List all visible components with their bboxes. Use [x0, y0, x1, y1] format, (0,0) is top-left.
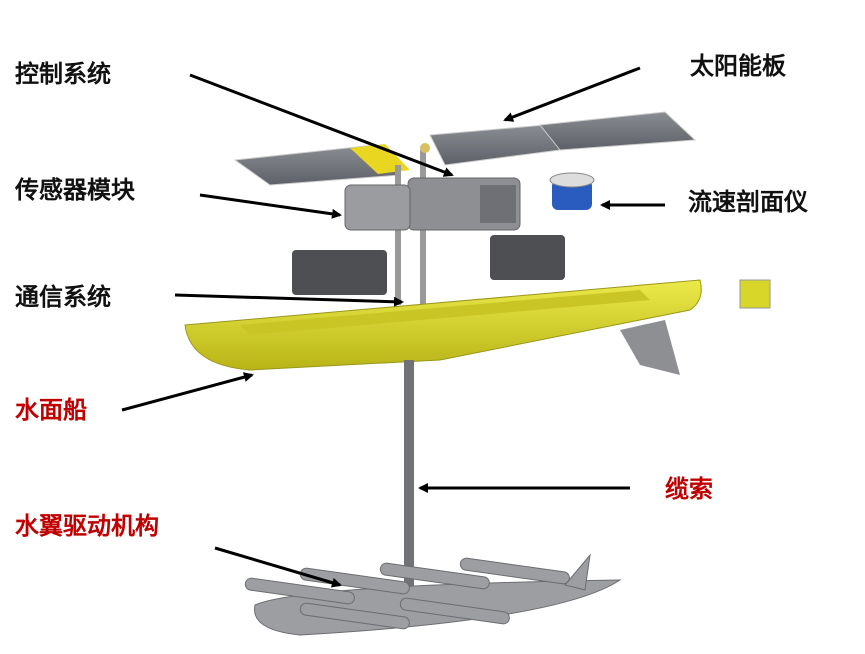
label-hydrofoil-drive: 水翼驱动机构: [15, 512, 159, 540]
label-communication-system: 通信系统: [15, 283, 111, 311]
pointer-arrows: [121, 66, 665, 588]
surface-boat-hull: [184, 279, 702, 375]
label-cable: 缆索: [665, 475, 713, 503]
control-box: [407, 177, 521, 231]
current-profiler: [549, 172, 595, 210]
hydrofoil-wings: [244, 553, 622, 636]
label-sensor-module: 传感器模块: [15, 176, 135, 204]
label-control-system: 控制系统: [15, 60, 111, 88]
label-surface-boat: 水面船: [15, 396, 87, 424]
solar-panels: [233, 111, 697, 186]
label-current-profiler: 流速剖面仪: [688, 188, 808, 216]
battery-box: [490, 235, 565, 280]
label-solar-panel: 太阳能板: [690, 52, 786, 80]
battery-box: [292, 250, 387, 295]
cable-tether: [404, 360, 414, 610]
sensor-module: [344, 184, 411, 231]
